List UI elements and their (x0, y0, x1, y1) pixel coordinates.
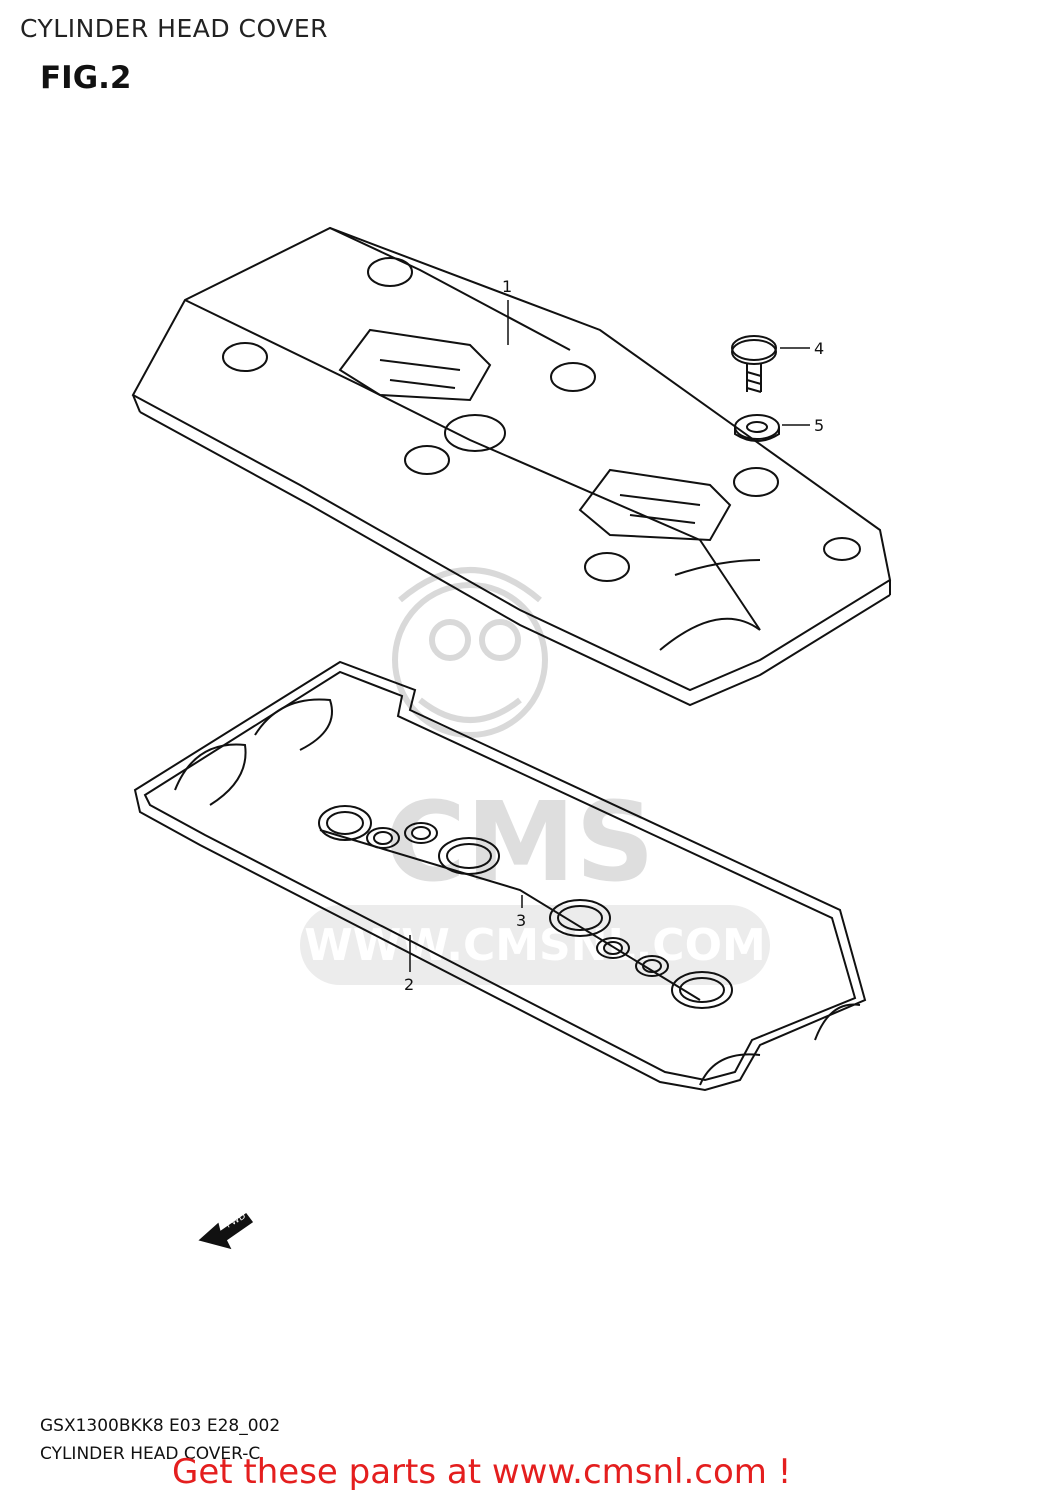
watermark-url: WWW.CMSNL.COM (304, 920, 766, 971)
washer-part-5 (734, 414, 780, 442)
callout-2: 2 (404, 975, 414, 994)
fwd-arrow-icon: FWD (198, 1211, 254, 1250)
callout-4: 4 (814, 339, 824, 358)
diagram-code: GSX1300BKK8 E03 E28_002 (40, 1416, 281, 1436)
diagram-caption: CYLINDER HEAD COVER-C (40, 1444, 261, 1464)
figure-label: FIG.2 (40, 60, 132, 96)
callout-1: 1 (502, 277, 512, 296)
promo-link[interactable]: Get these parts at www.cmsnl.com ! (172, 1452, 792, 1492)
cover-gasket-part-2 (133, 660, 867, 1092)
watermark (392, 567, 548, 738)
callout-3: 3 (516, 911, 526, 930)
bolt-part-4 (731, 335, 777, 393)
plug-seal-part-3 (318, 805, 733, 1009)
watermark-logo: CMS WWW.CMSNL.COM (300, 778, 770, 985)
leader-lines (409, 300, 810, 972)
cylinder-head-cover-part-1 (131, 226, 892, 707)
callout-5: 5 (814, 416, 824, 435)
page-title: CYLINDER HEAD COVER (20, 14, 329, 43)
